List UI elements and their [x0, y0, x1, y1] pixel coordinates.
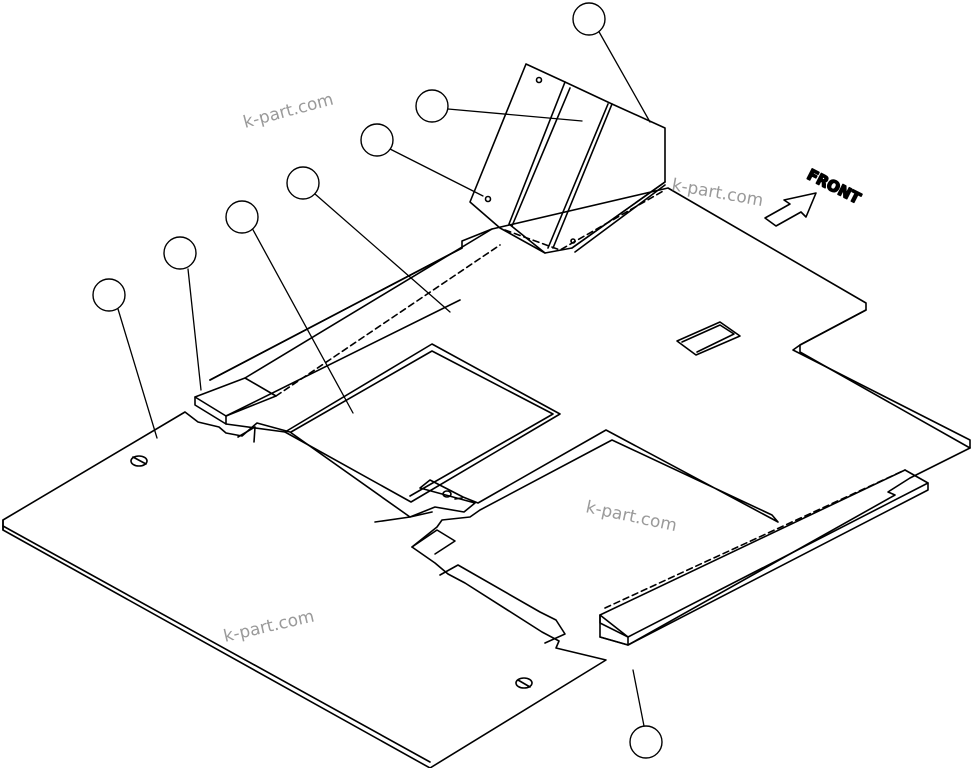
- right-strip: [599, 469, 929, 646]
- mat-notches: [411, 529, 566, 644]
- inspection-cover: [284, 343, 561, 503]
- callout-7: [92, 278, 126, 312]
- front-floor-mat: [2, 411, 779, 768]
- front-direction-arrow: [764, 192, 817, 227]
- left-strip: [194, 228, 501, 523]
- callout-3: [360, 123, 394, 157]
- callout-leaders: [117, 29, 651, 727]
- mounting-holes: [130, 455, 533, 689]
- callout-balloons: [92, 2, 663, 759]
- callout-4: [286, 166, 320, 200]
- callout-1: [572, 2, 606, 36]
- callout-6: [163, 236, 197, 270]
- callout-5: [225, 200, 259, 234]
- console-panel: [469, 63, 666, 254]
- watermark: k-part.com: [584, 497, 679, 536]
- watermark: k-part.com: [241, 90, 336, 133]
- callout-2: [415, 89, 449, 123]
- rear-floor-mat: [209, 187, 971, 646]
- watermark: k-part.com: [670, 175, 765, 211]
- watermark: k-part.com: [222, 607, 317, 647]
- callout-8: [629, 725, 663, 759]
- floor-hatch-slot: [676, 321, 741, 356]
